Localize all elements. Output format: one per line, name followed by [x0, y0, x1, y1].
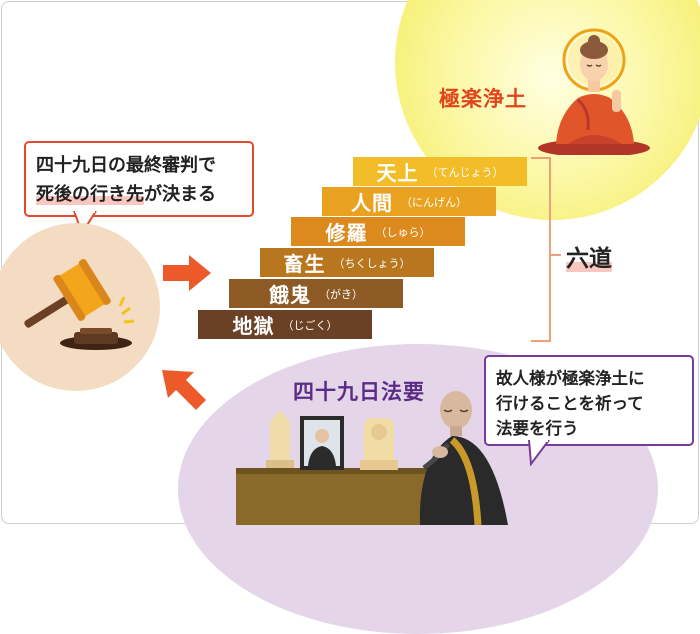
memorial-callout: 故人様が極楽浄土に 行けることを祈って 法要を行う — [484, 355, 694, 446]
arrow-up-left-icon — [162, 370, 206, 410]
memorial-text-line1: 故人様が極楽浄土に — [496, 369, 645, 388]
six-paths-label: 六道 — [566, 246, 612, 272]
altar-icon — [236, 410, 436, 525]
monk-icon — [419, 391, 508, 525]
realm-step-jigoku: 地獄（じごく） — [198, 310, 372, 339]
realm-step-ningen: 人間（にんげん） — [322, 187, 496, 216]
judgment-callout: 四十九日の最終審判で 死後の行き先が決まる — [24, 141, 254, 217]
judgment-text-line2: 死後の行き先が決まる — [36, 184, 216, 205]
realm-step-gaki: 餓鬼（がき） — [229, 279, 403, 308]
buddha-icon — [538, 28, 650, 155]
pure-land-label: 極楽浄土 — [439, 87, 527, 111]
realm-step-shura: 修羅（しゅら） — [291, 217, 465, 246]
judgment-text-line1: 四十九日の最終審判で — [36, 155, 216, 176]
destination-highlight: 死後の行き先 — [36, 184, 144, 205]
callout-tail-memorial — [528, 440, 550, 466]
realm-step-chikusho: 畜生（ちくしょう） — [260, 248, 434, 277]
gavel-icon — [24, 258, 135, 350]
bracket-tick — [549, 254, 561, 256]
arrow-right-icon — [163, 255, 211, 291]
six-paths-bracket — [531, 157, 551, 342]
memorial-service-label: 四十九日法要 — [293, 380, 425, 404]
memorial-text-line3: 法要を行う — [496, 419, 579, 438]
memorial-text-line2: 行けることを祈って — [496, 394, 644, 413]
realm-step-tenjo: 天上（てんじょう） — [353, 157, 527, 186]
